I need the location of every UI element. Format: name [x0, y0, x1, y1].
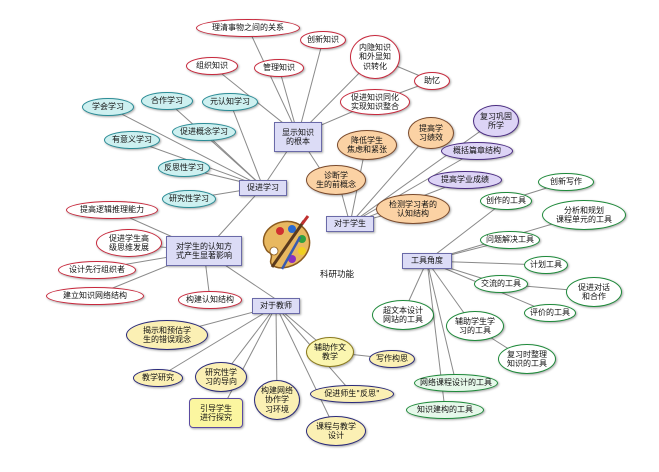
node-create-knowledge: 创新知识: [300, 31, 346, 49]
node-research-guide: 研究性学 习的导向: [195, 362, 247, 392]
node-course-design: 课程与教学 设计: [306, 416, 366, 446]
node-dialogue-cooperation: 促进对话 和合作: [566, 277, 622, 307]
topic-tool-angle: 工具角度: [402, 253, 452, 269]
node-creation-tool: 创作的工具: [480, 192, 532, 210]
palette-icon: [262, 215, 311, 270]
node-memory-aid: 助忆: [414, 72, 450, 90]
node-planning-tool: 计划工具: [524, 256, 568, 274]
node-higher-thinking: 促进学生高 级思维发展: [96, 229, 162, 257]
node-logic-reasoning: 提高逻辑推理能力: [66, 201, 158, 219]
node-meaningful-learning: 有意义学习: [104, 131, 160, 149]
node-guide-inquiry: 引导学生 进行探究: [189, 398, 243, 428]
node-reduce-anxiety: 降低学生 焦虑和紧张: [337, 130, 397, 160]
node-reveal-misconceptions: 揭示和预估学 生的错误观念: [126, 320, 208, 350]
node-reflective-learning: 反思性学习: [158, 159, 210, 177]
node-metacognitive-learning: 元认知学习: [202, 93, 258, 111]
node-evaluation-tool: 评价的工具: [524, 304, 576, 322]
topic-explicit-knowledge: 显示知识 的根本: [274, 122, 322, 152]
node-knowledge-construction-tool: 知识建构的工具: [406, 401, 484, 419]
node-learn-to-learn: 学会学习: [82, 98, 134, 116]
topic-for-teacher: 对于教师: [252, 298, 300, 314]
node-assist-learning-tool: 辅助学生学 习的工具: [446, 311, 504, 341]
node-creative-writing: 创新写作: [538, 173, 594, 191]
topic-for-student: 对于学生: [326, 216, 374, 232]
node-problem-solving-tool: 问题解决工具: [480, 231, 540, 249]
node-integrate-knowledge: 促进知识同化 实现知识整合: [340, 89, 410, 115]
topic-cognitive-impact: 对学生的认知方 式产生显著影响: [166, 236, 242, 266]
node-relation: 理清事物之间的关系: [196, 19, 300, 37]
node-detect-structure: 检测学习者的 认知结构: [376, 194, 450, 224]
node-communication-tool: 交流的工具: [474, 275, 528, 293]
node-tacit-explicit: 内隐知识 和外显知 识转化: [350, 35, 400, 79]
node-web-course-tool: 网络课程设计的工具: [414, 374, 498, 392]
node-cognitive-structure: 构建认知结构: [178, 291, 242, 309]
node-composition-ideas: 写作构思: [369, 350, 415, 368]
center-topic: 科研功能: [319, 270, 354, 281]
node-improve-grades: 提高学业成绩: [428, 171, 502, 189]
node-knowledge-network: 建立知识网络结构: [46, 287, 144, 305]
node-teaching-research: 教学研究: [133, 369, 183, 387]
node-organize-knowledge: 组织知识: [186, 57, 238, 75]
node-concept-learning: 促进概念学习: [172, 123, 236, 141]
node-cooperative-learning: 合作学习: [141, 92, 193, 110]
node-analyze-plan-tool: 分析和规划 课程单元的工具: [542, 200, 626, 230]
node-improve-efficiency: 提高学 习绩效: [408, 117, 454, 149]
node-review: 复习巩固 所学: [473, 105, 519, 137]
node-organize-knowledge-tool: 复习时整理 知识的工具: [498, 344, 556, 374]
node-assist-composition: 辅助作文 教学: [306, 337, 354, 367]
topic-promote-learning: 促进学习: [239, 180, 287, 196]
node-summary-structure: 概括篇章结构: [441, 142, 513, 160]
node-diagnose-preconception: 诊断学 生的前概念: [306, 165, 366, 195]
node-promote-reflection: 促进师生"反思": [310, 385, 394, 403]
node-advance-organizer: 设计先行组织者: [58, 261, 136, 279]
node-manage-knowledge: 管理知识: [254, 59, 304, 77]
node-network-collaboration: 构建网络 协作学 习环境: [254, 380, 300, 420]
node-hypertext-tool: 超文本设计 网站的工具: [372, 300, 434, 330]
node-research-learning: 研究性学习: [162, 190, 216, 208]
